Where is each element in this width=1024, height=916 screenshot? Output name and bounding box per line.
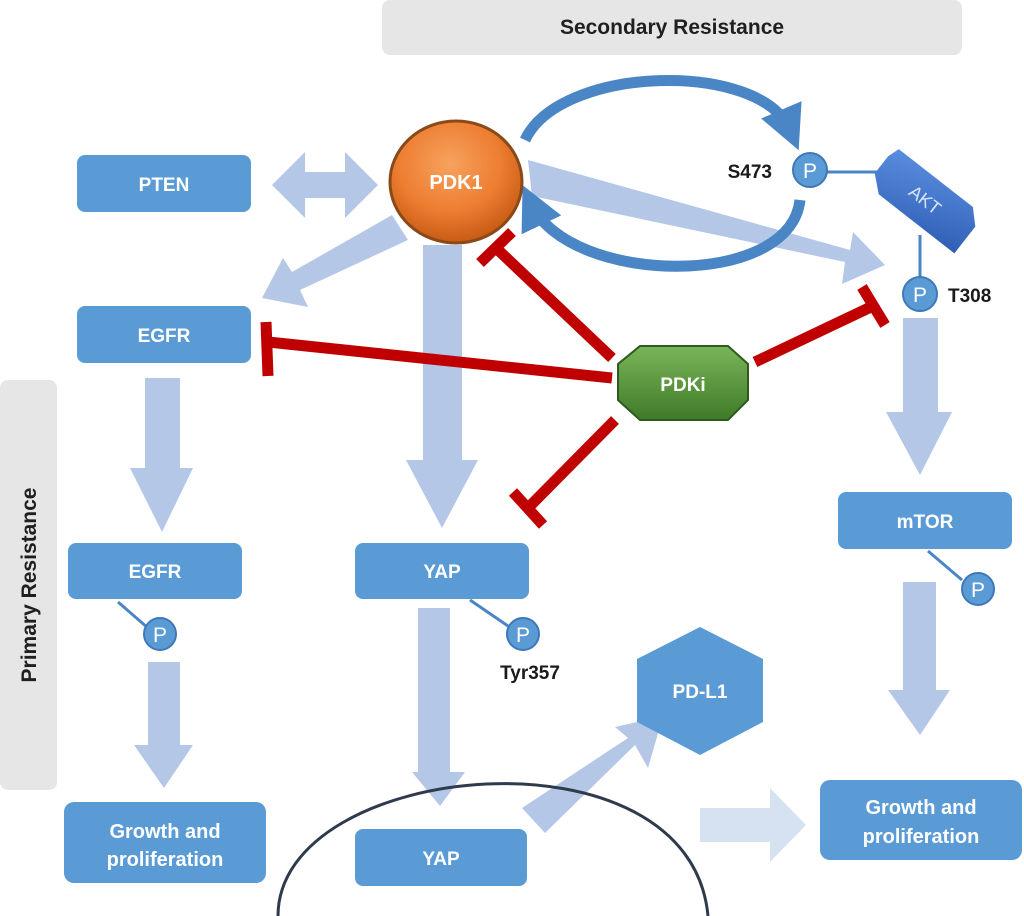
p-symbol: P <box>153 624 167 647</box>
phospho-connectors <box>117 170 963 630</box>
t308-inhibit-bar <box>857 284 890 328</box>
pdki-inhibits-yap <box>524 416 619 512</box>
growth-right-line2: proliferation <box>863 826 980 848</box>
phospho-mtor: P <box>961 572 995 606</box>
pten-label: PTEN <box>139 175 190 196</box>
yap-to-pdl1-arrow <box>522 716 663 833</box>
pdki-label: PDKi <box>660 375 705 396</box>
yap-bottom-label: YAP <box>422 849 460 870</box>
feedback-loop <box>520 74 806 272</box>
pdki-inhibits-pdk1 <box>492 244 616 362</box>
pten-pdk1-double-arrow <box>272 152 378 218</box>
node-pdk1[interactable]: PDK1 <box>388 119 524 245</box>
growth-right-line1: Growth and <box>865 797 976 819</box>
pdki-inhibits-egfr <box>267 336 613 384</box>
growth-left-line1: Growth and <box>109 821 220 843</box>
phospho-yap-tyr357: P Tyr357 <box>500 617 560 684</box>
loop-arrow-bottom <box>521 185 806 272</box>
yap-top-label: YAP <box>423 562 461 583</box>
node-egfr-top[interactable]: EGFR <box>77 306 251 363</box>
node-yap-top[interactable]: YAP <box>355 543 529 599</box>
node-akt[interactable]: AKT <box>866 147 984 254</box>
pdki-inhibits-t308 <box>752 301 876 367</box>
pdk1-to-egfr-arrow <box>262 215 408 307</box>
growth-left-line2: proliferation <box>107 849 224 871</box>
yap-inhibit-bar <box>508 488 548 529</box>
akt-to-mtor-arrow <box>886 318 952 475</box>
node-growth-left[interactable]: Growth and proliferation <box>64 802 266 883</box>
node-egfr-bottom[interactable]: EGFR <box>68 543 242 599</box>
node-mtor[interactable]: mTOR <box>838 492 1012 549</box>
secondary-resistance-label: Secondary Resistance <box>560 16 784 39</box>
node-yap-bottom[interactable]: YAP <box>355 829 527 886</box>
node-pdki[interactable]: PDKi <box>617 345 749 421</box>
primary-resistance-banner: Primary Resistance <box>0 380 57 790</box>
egfr-to-egfr-p-arrow <box>130 378 193 532</box>
inhibition-lines <box>260 228 890 529</box>
node-growth-right[interactable]: Growth and proliferation <box>820 780 1022 860</box>
tyr357-label: Tyr357 <box>500 663 560 684</box>
secondary-resistance-banner: Secondary Resistance <box>382 0 962 55</box>
phospho-t308: P T308 <box>902 276 991 312</box>
egfr-top-label: EGFR <box>138 326 191 347</box>
primary-resistance-label: Primary Resistance <box>18 488 41 683</box>
p-symbol: P <box>971 579 985 602</box>
node-pdl1[interactable]: PD-L1 <box>637 627 763 755</box>
p-symbol: P <box>803 160 817 183</box>
activation-arrows <box>130 152 952 862</box>
loop-arrow-top <box>520 74 802 151</box>
yap-to-growth-right-arrow <box>700 788 806 862</box>
t308-label: T308 <box>948 286 991 307</box>
phospho-s473: P S473 <box>728 152 828 188</box>
phospho-egfr: P <box>143 617 177 651</box>
pdl1-label: PD-L1 <box>673 682 728 703</box>
egfr-to-growth-arrow <box>134 662 193 788</box>
pdk1-inhibit-bar <box>476 228 516 267</box>
nucleus-boundary <box>276 782 710 916</box>
egfr-inhibit-bar <box>260 321 274 377</box>
p-symbol: P <box>516 624 530 647</box>
s473-label: S473 <box>728 162 772 183</box>
pdk1-label: PDK1 <box>429 172 482 194</box>
yap-to-nucleus-arrow <box>412 608 465 806</box>
node-pten[interactable]: PTEN <box>77 155 251 212</box>
p-symbol: P <box>913 284 927 307</box>
pdk1-to-yap-arrow <box>406 245 478 528</box>
pdk1-to-akt-arrow <box>528 160 885 284</box>
egfr-bottom-label: EGFR <box>129 562 182 583</box>
mtor-label: mTOR <box>897 512 954 533</box>
mtor-to-growth-arrow <box>888 582 950 735</box>
